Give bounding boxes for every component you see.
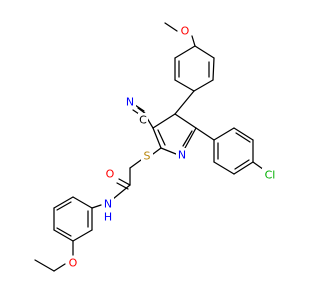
bond-carbonyl-n (112, 184, 131, 200)
pyridine-ring (152, 113, 197, 155)
oxygen-carbonyl-label: O (106, 168, 115, 181)
bond-n-aryl (91, 204, 102, 209)
bond-carbonyl-double-1 (118, 178, 131, 186)
bonds (34, 22, 268, 272)
bond-o-ring (191, 35, 196, 47)
bond-s-ch2 (129, 159, 142, 169)
nitrogen-amide-label: N (104, 198, 112, 211)
bond-ethyl-methyl (34, 259, 55, 272)
hydrogen-amide-label: H (104, 211, 112, 224)
bond-pyridine-s (152, 147, 162, 155)
bond-aryl-pyridine (174, 90, 195, 115)
bond-o-ethyl (53, 263, 66, 272)
atom-labels: O C N S N O N H Cl O (67, 24, 278, 270)
molecule-canvas: O C N S N O N H Cl O (34, 22, 278, 272)
chlorophenyl-ring (213, 127, 254, 175)
nitrogen-pyridine-label: N (178, 149, 186, 162)
oxygen-ethoxy-label: O (69, 257, 78, 270)
molecule-structure: O C N S N O N H Cl O (34, 22, 278, 272)
bond-cyano-triple-2 (134, 104, 145, 112)
ethoxyphenyl-ring (53, 196, 93, 242)
nitrogen-cyano-label: N (126, 96, 134, 109)
bond-pyridine-chlorophenyl (195, 127, 215, 141)
methoxyphenyl-ring (174, 45, 215, 92)
carbon-cyano-label: C (139, 114, 147, 127)
bond-methyl-o (164, 22, 178, 32)
oxygen-methoxy-label: O (181, 25, 190, 38)
sulfur-label: S (144, 150, 151, 163)
chlorine-label: Cl (265, 169, 276, 182)
